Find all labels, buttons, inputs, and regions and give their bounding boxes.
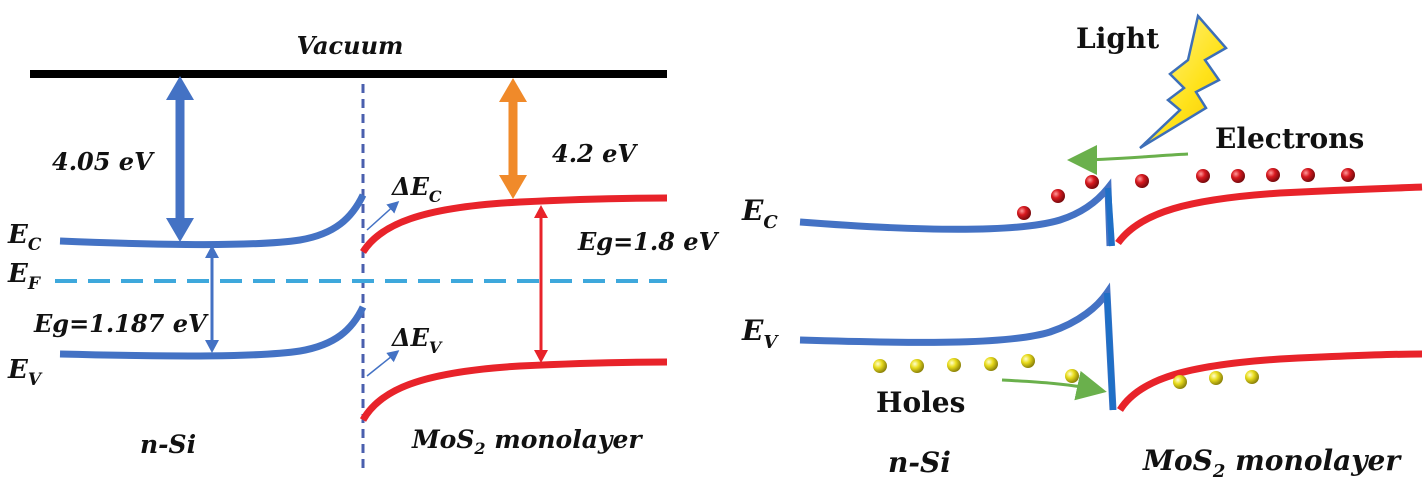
light-label: Light: [1076, 22, 1159, 55]
right-mos2-valence-band: [1117, 350, 1423, 412]
electrons-label: Electrons: [1215, 122, 1364, 155]
mos2-gap-arrow: [534, 205, 548, 363]
hole: [1065, 369, 1079, 383]
delta-ev-pointer: [366, 350, 400, 377]
electron: [1341, 168, 1355, 182]
left-ef-label: EF: [7, 259, 42, 294]
electron-current-arrow: [1067, 144, 1189, 175]
electron: [1231, 169, 1245, 183]
delta-ec-pointer: [366, 200, 400, 231]
electron: [1301, 168, 1315, 182]
mos2-affinity-label: 4.2 eV: [552, 139, 638, 168]
mos2-affinity-arrow: [499, 78, 527, 199]
left-ec-label: EC: [7, 220, 42, 255]
si-affinity-arrow: [166, 76, 194, 242]
electron: [1135, 174, 1149, 188]
right-mos2-conduction-band: [1115, 183, 1423, 246]
right-panel: EC EV Light Electrons: [741, 13, 1423, 482]
hole: [1245, 370, 1259, 384]
right-spike-vb: [1104, 292, 1116, 411]
delta-ev-label: ΔEV: [391, 323, 443, 357]
holes: [873, 354, 1259, 389]
hole: [1209, 371, 1223, 385]
hole: [1021, 354, 1035, 368]
electron: [1196, 169, 1210, 183]
vacuum-label: Vacuum: [297, 31, 404, 60]
right-si-valence-band: [799, 282, 1117, 411]
left-panel: Vacuum 4.05 eV 4.2 eV E: [7, 31, 720, 470]
light-bolt-icon: [1139, 13, 1228, 150]
electrons: [1017, 168, 1355, 220]
si-conduction-band: [59, 193, 367, 249]
hole: [873, 359, 887, 373]
right-si-name: n-Si: [888, 446, 951, 479]
electron: [1017, 206, 1031, 220]
si-affinity-label: 4.05 eV: [52, 147, 155, 176]
si-gap-arrow: [205, 245, 219, 353]
hole-current-arrow: [1001, 370, 1107, 401]
hole: [947, 358, 961, 372]
si-valence-band: [59, 305, 367, 360]
mos2-gap-label: Eg=1.8 eV: [577, 227, 720, 256]
hole: [910, 359, 924, 373]
electron: [1085, 175, 1099, 189]
electron: [1266, 168, 1280, 182]
mos2-valence-band: [359, 358, 668, 422]
right-si-conduction-band: [799, 178, 1114, 247]
left-mos2-name: MoS2 monolayer: [411, 425, 643, 458]
hole: [1173, 375, 1187, 389]
right-mos2-name: MoS2 monolayer: [1142, 444, 1402, 482]
hole: [984, 357, 998, 371]
right-spike-cb: [1105, 187, 1115, 247]
left-si-name: n-Si: [140, 430, 196, 459]
holes-label: Holes: [876, 386, 965, 419]
mos2-conduction-band: [360, 194, 668, 254]
right-ec-label: EC: [741, 194, 778, 233]
right-ev-label: EV: [741, 314, 779, 353]
delta-ec-label: ΔEC: [391, 172, 442, 206]
si-gap-label: Eg=1.187 eV: [33, 309, 209, 338]
left-ev-label: EV: [7, 355, 43, 390]
electron: [1051, 189, 1065, 203]
